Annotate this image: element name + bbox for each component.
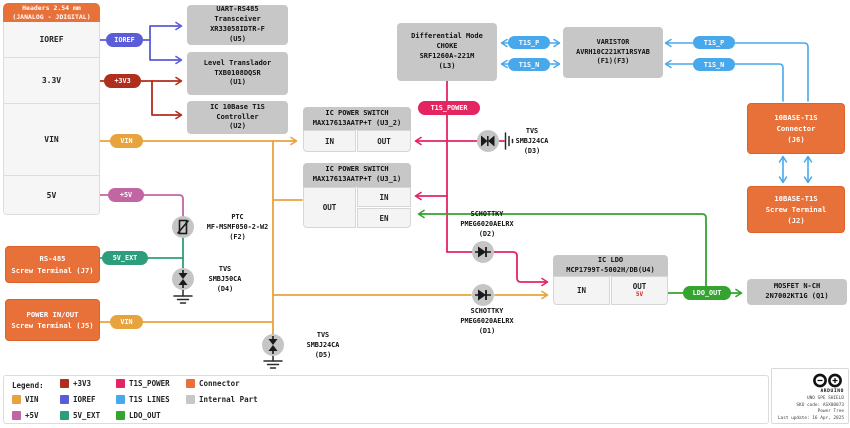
component-u5: UART-RS485 Transceiver XR33058IDTR-F (U5… (187, 5, 288, 45)
connector-j7: RS-485 Screw Terminal (J7) (5, 246, 100, 283)
legend-item-ldo-out: LDO_OUT (116, 411, 161, 420)
tvs-diode-icon-d5 (262, 334, 284, 356)
header-row-5v: 5V (4, 176, 99, 214)
legend-item-connector: Connector (186, 379, 240, 388)
legend-swatch-3v3 (60, 379, 69, 388)
net-pill-vin-header: VIN (110, 134, 143, 148)
u3-1-pin-out: OUT (303, 187, 356, 228)
u4-pin-out: OUT 5V (611, 276, 668, 305)
connector-j6: 10BASE-T1S Connector (J6) (747, 103, 845, 154)
header-row-vin: VIN (4, 104, 99, 176)
net-pill-vin-j5: VIN (110, 315, 143, 329)
u3-2-pin-in: IN (303, 130, 356, 152)
label-d5: TVS SMBJ24CA (D5) (306, 331, 340, 359)
ptc-fuse-icon (172, 216, 194, 238)
component-u1: Level Translador TXB0108DQSR (U1) (187, 52, 288, 95)
schottky-diode-icon-d1 (472, 284, 494, 306)
legend-swatch-t1s-lines (116, 395, 125, 404)
connector-j2: 10BASE-T1S Screw Terminal (J2) (747, 186, 845, 233)
legend-swatch-vin (12, 395, 21, 404)
component-q1: MOSFET N-CH 2N7002KT1G (Q1) (747, 279, 847, 305)
label-d2: SCHOTTKY PMEG6020AELRX (D2) (460, 210, 514, 238)
legend-item-t1s-lines: T1S LINES (116, 395, 170, 404)
net-pill-t1s-n-right: T1S_N (693, 58, 735, 71)
label-d3: TVS SMBJ24CA (D3) (515, 127, 549, 155)
legend: Legend: +3V3 T1S_POWER Connector VIN IOR… (3, 375, 769, 424)
component-l3: Differential Mode CHOKE SRF1260A-221M (L… (397, 23, 497, 81)
legend-item-vin: VIN (12, 395, 39, 404)
net-pill-ldo-out: LDO_OUT (683, 286, 731, 300)
u4-pin-out-label: OUT (632, 282, 647, 292)
legend-swatch-t1s-power (116, 379, 125, 388)
connector-j5: POWER IN/OUT Screw Terminal (J5) (5, 299, 100, 341)
header-row-ioref: IOREF (4, 22, 99, 58)
net-pill-5v-ext: 5V_EXT (102, 251, 148, 265)
u3-2-pin-out: OUT (357, 130, 411, 152)
legend-swatch-internal-part (186, 395, 195, 404)
document-info: UNO SPE SHIELD SKU code: ASX00073 Power … (777, 396, 844, 421)
legend-swatch-ioref (60, 395, 69, 404)
tvs-diode-icon-d4 (172, 268, 194, 290)
legend-swatch-5v-ext (60, 411, 69, 420)
net-pill-t1s-p-left: T1S_P (508, 36, 550, 49)
label-d1: SCHOTTKY PMEG6020AELRX (D1) (460, 307, 514, 335)
u3-1-pin-en: EN (357, 208, 411, 228)
header-row-3v3: 3.3V (4, 58, 99, 104)
component-u3-1-title: IC POWER SWITCH MAX17613AATP+T (U3_1) (303, 163, 411, 187)
legend-swatch-ldo-out (116, 411, 125, 420)
legend-item-5v: +5V (12, 411, 39, 420)
component-u2: IC 10Base T1S Controller (U2) (187, 101, 288, 134)
net-pill-3v3: +3V3 (104, 74, 141, 88)
headers-panel-rows: IOREF 3.3V VIN 5V (3, 22, 100, 215)
label-f2: PTC MF-MSMF050-2-W2 (F2) (206, 213, 269, 241)
tvs-diode-icon-d3 (477, 130, 499, 152)
u4-out-voltage: 5V (635, 291, 644, 299)
component-u3-2-title: IC POWER SWITCH MAX17613AATP+T (U3_2) (303, 107, 411, 130)
label-d4: TVS SMBJ50CA (D4) (208, 265, 242, 293)
legend-item-internal-part: Internal Part (186, 395, 258, 404)
legend-swatch-5v (12, 411, 21, 420)
legend-title: Legend: (12, 381, 44, 390)
u4-pin-in: IN (553, 276, 610, 305)
net-pill-t1s-n-left: T1S_N (508, 58, 550, 71)
legend-item-ioref: IOREF (60, 395, 96, 404)
legend-swatch-connector (186, 379, 195, 388)
headers-panel-title: Headers 2.54 mm (JANALOG - JDIGITAL) (3, 3, 100, 22)
legend-item-5v-ext: 5V_EXT (60, 411, 100, 420)
net-pill-ioref: IOREF (106, 33, 143, 47)
u3-1-pin-in: IN (357, 187, 411, 207)
component-u4-title: IC LDO MCP1799T-5002H/DB(U4) (553, 255, 668, 276)
arduino-logo-icon (813, 373, 842, 388)
net-pill-t1s-power: T1S_POWER (418, 101, 480, 115)
brand-name: ARDUINO (820, 389, 844, 394)
ground-symbols (173, 132, 514, 369)
legend-item-t1s-power: T1S_POWER (116, 379, 170, 388)
p5v-wires (99, 194, 184, 217)
schottky-diode-icon-d2 (472, 241, 494, 263)
net-pill-t1s-p-right: T1S_P (693, 36, 735, 49)
net-pill-5v: +5V (108, 188, 144, 202)
headers-panel: Headers 2.54 mm (JANALOG - JDIGITAL) IOR… (3, 3, 100, 215)
component-varistor: VARISTOR AVRH10C221KT1RSYAB (F1)(F3) (563, 27, 663, 78)
brand-card: ARDUINO UNO SPE SHIELD SKU code: ASX0007… (771, 368, 849, 424)
legend-item-3v3: +3V3 (60, 379, 91, 388)
